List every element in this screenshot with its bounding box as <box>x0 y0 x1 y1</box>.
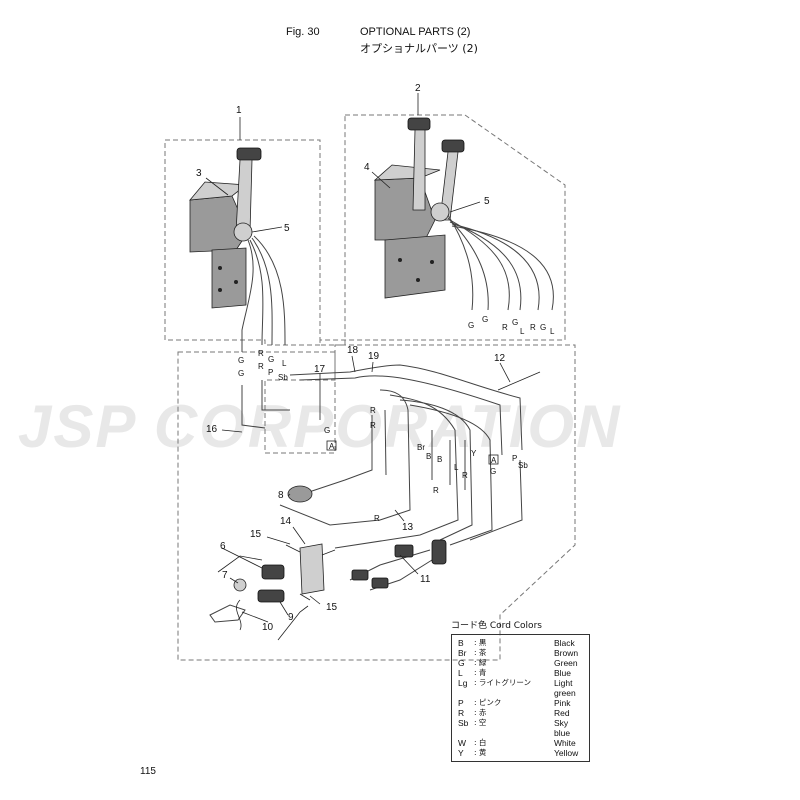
page-number: 115 <box>140 766 156 777</box>
callout-16: 16 <box>206 424 218 435</box>
wire-label: G <box>468 321 474 330</box>
diagram-title-ja: オプショナルパーツ (2) <box>360 42 478 55</box>
wire-label: G <box>482 315 488 324</box>
wire-label: L <box>454 463 459 472</box>
harness-boundary <box>177 344 576 661</box>
group-2-boundary <box>319 114 566 346</box>
wire-label: Br <box>417 443 425 452</box>
wire-label: R <box>530 323 536 332</box>
wire-label: G <box>238 369 244 378</box>
callout-9: 9 <box>288 612 294 623</box>
callout-6: 6 <box>220 541 226 552</box>
wire-label: G <box>490 467 496 476</box>
wire-label: G <box>512 318 518 327</box>
callout-17: 17 <box>314 364 326 375</box>
dual-lever-remote-control <box>373 117 465 299</box>
callout-1: 1 <box>236 105 242 116</box>
callout-5b: 5 <box>484 196 490 207</box>
wire-label: L <box>550 327 555 336</box>
wire-label: R <box>258 349 264 358</box>
group-1-boundary <box>164 139 321 346</box>
wire-label: A <box>329 442 335 451</box>
callout-3: 3 <box>196 168 202 179</box>
diagram-title-en: OPTIONAL PARTS (2) <box>360 26 471 38</box>
callout-10: 10 <box>262 622 274 633</box>
wire-label: G <box>268 355 274 364</box>
wire-label: R <box>433 486 439 495</box>
wire-label: P <box>268 368 273 377</box>
wire-label: R <box>370 421 376 430</box>
callout-2: 2 <box>415 83 421 94</box>
wire-label: L <box>282 359 287 368</box>
callout-18: 18 <box>347 345 359 356</box>
callout-11: 11 <box>420 574 431 585</box>
wire-label: G <box>324 426 330 435</box>
wire-label: R <box>370 406 376 415</box>
callouts: 1 2 3 4 5 5 6 7 8 9 10 11 12 13 14 15 15… <box>196 83 506 633</box>
callout-12: 12 <box>494 353 506 364</box>
wire-label: R <box>258 362 264 371</box>
callout-8: 8 <box>278 490 284 501</box>
wire-label: R <box>462 471 468 480</box>
wire-color-labels: G G R R G P L Sb G G R G L R G L R R G A… <box>238 315 555 523</box>
wire-label: R <box>502 323 508 332</box>
callout-4: 4 <box>364 162 370 173</box>
wire-label: L <box>520 327 525 336</box>
wire-label: B <box>426 452 431 461</box>
wire-label: G <box>238 356 244 365</box>
remote-2-wires <box>447 214 554 311</box>
wire-label: G <box>540 323 546 332</box>
wire-label: P <box>512 454 517 463</box>
callout-5a: 5 <box>284 223 290 234</box>
callout-15b: 15 <box>326 602 338 613</box>
leader-lines <box>205 93 511 641</box>
callout-15a: 15 <box>250 529 262 540</box>
legend-title: コード色 Cord Colors <box>451 621 542 631</box>
watermark: JSP CORPORATION <box>18 393 622 460</box>
wire-label: Sb <box>518 461 528 470</box>
callout-14: 14 <box>280 516 292 527</box>
remote-1-wires <box>241 235 290 429</box>
single-lever-remote-control <box>189 147 262 309</box>
callout-13: 13 <box>402 522 414 533</box>
wire-label: Sb <box>278 373 288 382</box>
wire-label: R <box>374 514 380 523</box>
wire-label: A <box>491 456 497 465</box>
figure-number: Fig. 30 <box>286 26 320 38</box>
callout-19: 19 <box>368 351 380 362</box>
small-parts <box>209 371 541 631</box>
wire-label: B <box>437 455 442 464</box>
callout-7: 7 <box>222 570 228 581</box>
main-wiring-harness <box>279 364 523 591</box>
wire-label: Y <box>471 449 477 458</box>
